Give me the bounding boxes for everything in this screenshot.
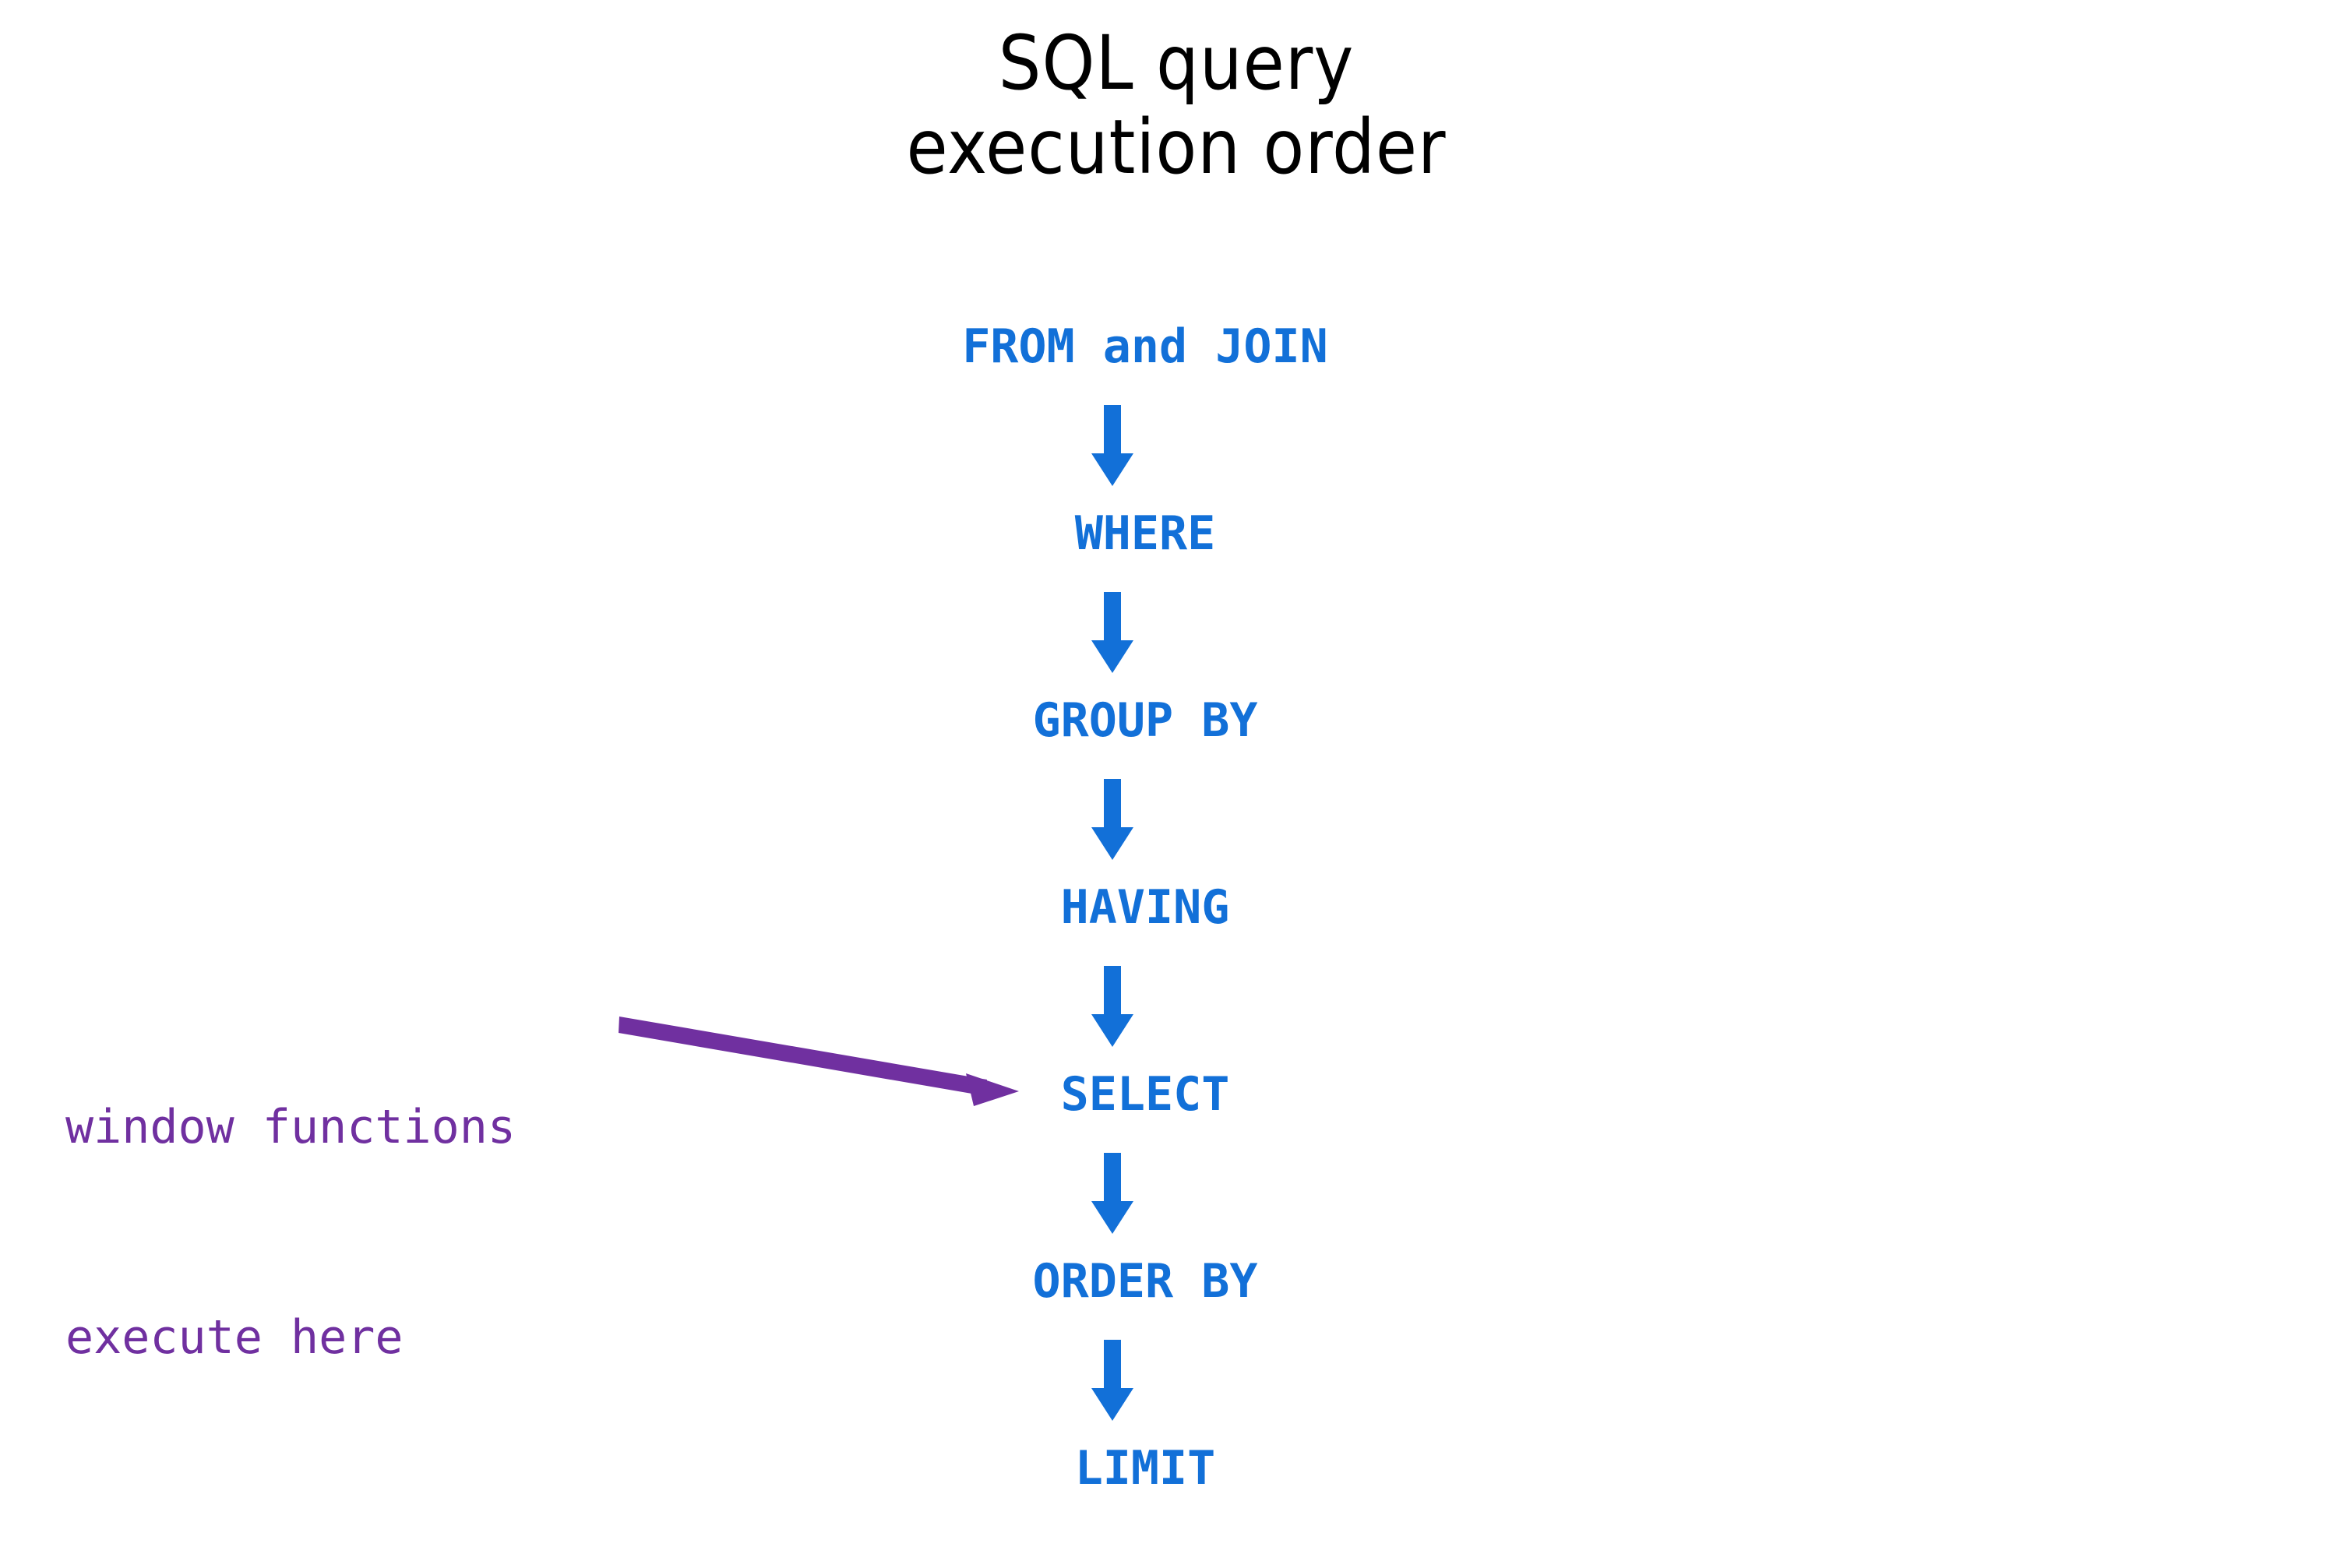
- title-line-1: SQL query: [998, 19, 1355, 107]
- flow-step-limit: LIMIT: [1074, 1441, 1216, 1496]
- annotation-line-1: window functions: [65, 1100, 516, 1154]
- flow-step-having: HAVING: [1060, 880, 1230, 935]
- down-arrow-icon: [1087, 1340, 1138, 1421]
- page-title: SQL query execution order: [8, 19, 2337, 191]
- flow-step-from-and-join: FROM and JOIN: [962, 319, 1328, 374]
- down-arrow-icon: [1087, 405, 1138, 486]
- down-arrow-icon: [1087, 1153, 1138, 1234]
- down-arrow-icon: [1087, 592, 1138, 673]
- title-line-2: execution order: [906, 103, 1447, 191]
- down-arrow-icon: [1087, 779, 1138, 860]
- annotation-window-functions: window functions execute here: [65, 952, 516, 1513]
- annotation-line-2: execute here: [65, 1310, 404, 1365]
- flow-step-order-by: ORDER BY: [1032, 1254, 1258, 1309]
- flow-step-select: SELECT: [1060, 1067, 1230, 1122]
- down-arrow-icon: [1087, 966, 1138, 1047]
- pointer-arrow-icon: [600, 997, 1044, 1122]
- flow-step-where: WHERE: [1074, 506, 1216, 561]
- flow-step-group-by: GROUP BY: [1032, 693, 1258, 748]
